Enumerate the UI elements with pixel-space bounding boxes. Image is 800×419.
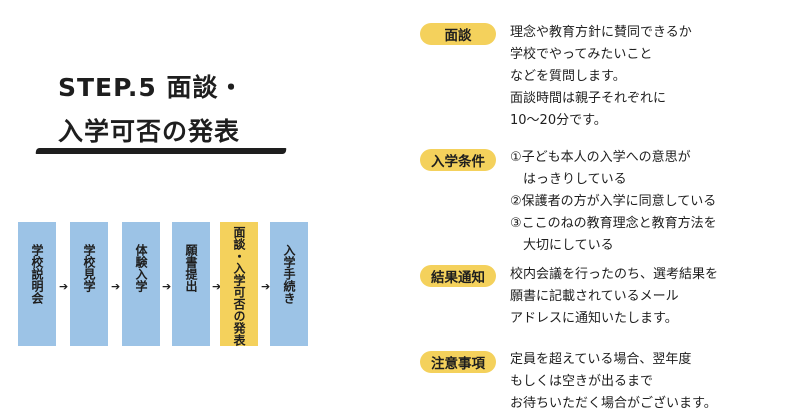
flow-step-label: 面談・入学可否の発表 [232, 226, 246, 346]
arrow-right-icon: ➔ [212, 280, 222, 293]
arrow-right-icon: ➔ [59, 280, 69, 293]
desc-line: ③ここのねの教育理念と教育方法を [510, 216, 717, 231]
section-tag-result-notification: 結果通知 [420, 265, 496, 287]
arrow-right-icon: ➔ [261, 280, 271, 293]
flow-step-school-info-session: 学校説明会 [18, 222, 56, 346]
desc-line: ①子ども本人の入学への意思が [510, 150, 691, 165]
flow-step-enrollment-procedures: 入学手続き [270, 222, 308, 346]
desc-line: もしくは空きが出るまで [510, 374, 654, 389]
desc-line: 定員を超えている場合、翌年度 [510, 352, 692, 367]
flow-step-trial-enrollment: 体験入学 [122, 222, 160, 346]
desc-line: 校内会議を行ったのち、選考結果を [510, 267, 719, 282]
desc-line: アドレスに通知いたします。 [510, 311, 678, 326]
flow-step-label: 入学手続き [282, 244, 296, 304]
section-tag-admission-conditions: 入学条件 [420, 149, 496, 171]
section-desc-interview: 理念や教育方針に賛同できるか 学校でやってみたいこと などを質問します。 面談時… [510, 22, 795, 132]
section-tag-interview: 面談 [420, 23, 496, 45]
flow-step-label: 学校見学 [82, 244, 96, 292]
page-title-line-2: 入学可否の発表 [58, 117, 241, 146]
desc-line: お待ちいただく場合がございます。 [510, 396, 717, 411]
desc-line: ②保護者の方が入学に同意している [510, 194, 717, 209]
flow-step-application-submission: 願書提出 [172, 222, 210, 346]
section-desc-admission-conditions: ①子ども本人の入学への意思が はっきりしている ②保護者の方が入学に同意している… [510, 147, 795, 257]
flow-step-interview-and-results: 面談・入学可否の発表 [220, 222, 258, 346]
desc-line: などを質問します。 [510, 69, 626, 84]
desc-line: 学校でやってみたいこと [510, 47, 653, 62]
desc-line: 大切にしている [510, 238, 614, 253]
section-tag-notes: 注意事項 [420, 351, 496, 373]
desc-line: 面談時間は親子それぞれに [510, 91, 667, 106]
desc-line: 理念や教育方針に賛同できるか [510, 25, 692, 40]
arrow-right-icon: ➔ [111, 280, 121, 293]
flow-step-label: 学校説明会 [30, 244, 44, 304]
desc-line: 10〜20分です。 [510, 113, 607, 128]
title-underline-brush [35, 148, 287, 154]
flow-step-school-tour: 学校見学 [70, 222, 108, 346]
section-desc-notes: 定員を超えている場合、翌年度 もしくは空きが出るまで お待ちいただく場合がござい… [510, 349, 795, 415]
desc-line: 願書に記載されているメール [510, 289, 679, 304]
section-desc-result-notification: 校内会議を行ったのち、選考結果を 願書に記載されているメール アドレスに通知いた… [510, 264, 795, 330]
desc-line: はっきりしている [510, 172, 627, 187]
flow-step-label: 願書提出 [184, 244, 198, 292]
arrow-right-icon: ➔ [162, 280, 172, 293]
flow-step-label: 体験入学 [134, 244, 148, 292]
page-title-line-1: STEP.5 面談・ [58, 73, 245, 102]
